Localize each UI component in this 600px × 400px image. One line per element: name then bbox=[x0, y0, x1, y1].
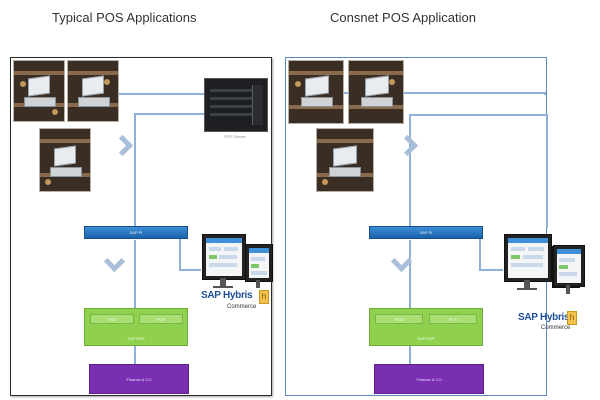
wire bbox=[87, 93, 207, 95]
pos-terminal-icon bbox=[39, 128, 91, 192]
monitor-icon bbox=[504, 234, 552, 282]
wire bbox=[341, 92, 545, 94]
wire bbox=[544, 92, 546, 95]
monitor-icon bbox=[202, 234, 246, 280]
wire bbox=[409, 346, 411, 364]
pms-module: PMS bbox=[90, 314, 134, 324]
pos-terminal-icon bbox=[13, 60, 65, 122]
server-caption: POS Server bbox=[224, 134, 246, 139]
wire bbox=[134, 346, 136, 364]
server-icon bbox=[204, 78, 268, 132]
sap-pi-bus: SAP PI bbox=[369, 226, 483, 239]
wire bbox=[479, 269, 503, 271]
pos-terminal-icon bbox=[316, 128, 374, 192]
hybris-mark-icon: h bbox=[567, 311, 577, 325]
sap-hybris-logo: SAP Hybris bbox=[518, 312, 570, 323]
monitor-icon bbox=[553, 245, 585, 287]
consnet-pos-diagram: SAP PI SAP Hybris PMS POS SAP ERP Financ… bbox=[285, 57, 580, 396]
wire bbox=[134, 113, 136, 233]
title-consnet-pos: Consnet POS Application bbox=[330, 10, 476, 25]
sap-erp-block: PMS POS SAP ERP bbox=[84, 308, 188, 346]
pos-terminal-icon bbox=[288, 60, 344, 124]
pos-module: POS bbox=[139, 314, 183, 324]
wire bbox=[179, 238, 181, 270]
sap-hybris-sub: Commerce bbox=[541, 325, 571, 331]
finance-block: Finance & CO bbox=[374, 364, 484, 394]
chevron-right-icon bbox=[111, 134, 134, 157]
finance-block: Finance & CO bbox=[89, 364, 189, 394]
chevron-down-icon bbox=[103, 250, 126, 273]
chevron-right-icon bbox=[396, 134, 419, 157]
wire bbox=[546, 114, 548, 228]
wire bbox=[479, 238, 481, 270]
pos-terminal-icon bbox=[67, 60, 119, 122]
wire bbox=[409, 114, 547, 116]
wire bbox=[134, 240, 136, 308]
erp-caption: SAP ERP bbox=[417, 336, 435, 341]
wire bbox=[179, 269, 201, 271]
pos-module: POS bbox=[429, 314, 477, 324]
sap-pi-bus: SAP PI bbox=[84, 226, 188, 239]
sap-erp-block: PMS POS SAP ERP bbox=[369, 308, 483, 346]
erp-caption: SAP ERP bbox=[127, 336, 145, 341]
title-typical-pos: Typical POS Applications bbox=[52, 10, 197, 25]
wire bbox=[134, 113, 207, 115]
wire bbox=[409, 240, 411, 308]
pms-module: PMS bbox=[375, 314, 423, 324]
typical-pos-diagram: POS Server SAP PI SAP Hybris h Commerce … bbox=[10, 57, 273, 396]
monitor-icon bbox=[245, 244, 273, 282]
pos-terminal-icon bbox=[348, 60, 404, 124]
sap-hybris-logo: SAP Hybris h Commerce bbox=[201, 290, 271, 320]
wire bbox=[409, 114, 411, 234]
